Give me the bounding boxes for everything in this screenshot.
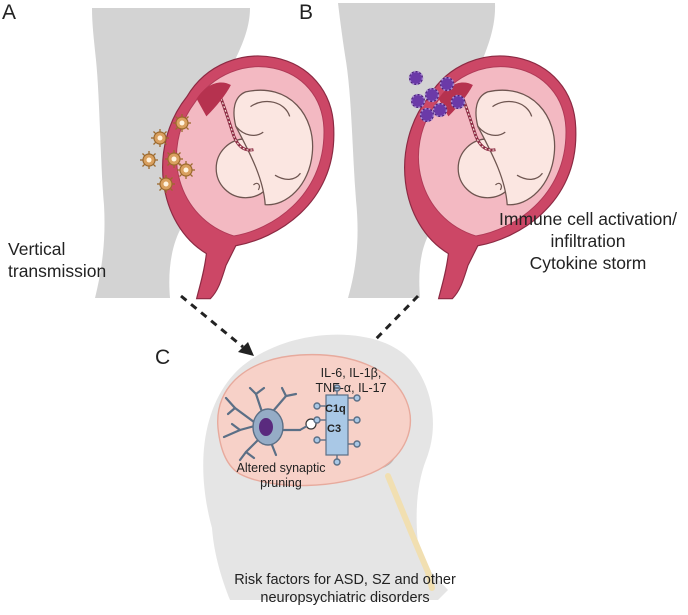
- pruning-label: Altered synaptic pruning: [224, 461, 338, 491]
- arrowhead-a-to-c: [238, 342, 254, 356]
- cytokine-line: TNF-α, IL-17: [315, 381, 387, 395]
- panel-b-caption: Immune cell activation/ infiltration Cyt…: [490, 208, 686, 274]
- caption-line: Cytokine storm: [529, 253, 647, 273]
- arrow-a-to-c: [180, 294, 244, 349]
- microglia-cell: [222, 386, 302, 462]
- panel-a-letter: A: [2, 1, 17, 24]
- cytokine-list: IL-6, IL-1β, TNF-α, IL-17: [296, 366, 406, 396]
- immune-cell-icon: [410, 93, 426, 109]
- outcome-line: Risk factors for ASD, SZ and other: [234, 572, 456, 588]
- panel-c-illustration: [203, 334, 448, 600]
- pruning-line: pruning: [260, 476, 302, 490]
- virus-icon: [164, 149, 184, 169]
- spinal-cord: [385, 473, 435, 591]
- caption-line: Immune cell activation/: [499, 209, 677, 229]
- virus-icon: [176, 160, 196, 180]
- contact-line: [299, 425, 308, 431]
- immune-cell-icon: [439, 76, 455, 92]
- synapse-block: [313, 384, 361, 466]
- immune-cell-icon: [450, 94, 466, 110]
- arrow-b-to-c: [370, 294, 420, 345]
- outcome-line: neuropsychiatric disorders: [260, 590, 430, 606]
- engulfing-contact-icon: [305, 418, 317, 430]
- caption-line: infiltration: [550, 231, 626, 251]
- complement-c1q-label: C1q: [325, 403, 346, 415]
- pruning-line: Altered synaptic: [236, 461, 326, 475]
- immune-cell-icon: [424, 87, 440, 103]
- virus-icon: [150, 128, 170, 148]
- complement-c3-label: C3: [327, 423, 342, 435]
- cytokine-line: IL-6, IL-1β,: [320, 366, 382, 380]
- panel-b-letter: B: [299, 1, 314, 24]
- caption-line: Vertical: [8, 239, 66, 259]
- panel-c-letter: C: [155, 346, 171, 369]
- panel-a-caption: Vertical transmission: [8, 238, 106, 282]
- outcome-caption: Risk factors for ASD, SZ and other neuro…: [200, 571, 490, 607]
- immune-cell-icon: [408, 70, 424, 86]
- virus-icon: [156, 174, 176, 194]
- caption-line: transmission: [8, 261, 107, 281]
- virus-icon: [172, 113, 192, 133]
- virus-icon: [139, 150, 159, 170]
- microglia-nucleus: [259, 418, 273, 436]
- panel-a-illustration: [92, 8, 336, 301]
- immune-cell-icon: [419, 107, 435, 123]
- panel-b-illustration: [338, 3, 578, 301]
- immune-cell-icon: [432, 102, 448, 118]
